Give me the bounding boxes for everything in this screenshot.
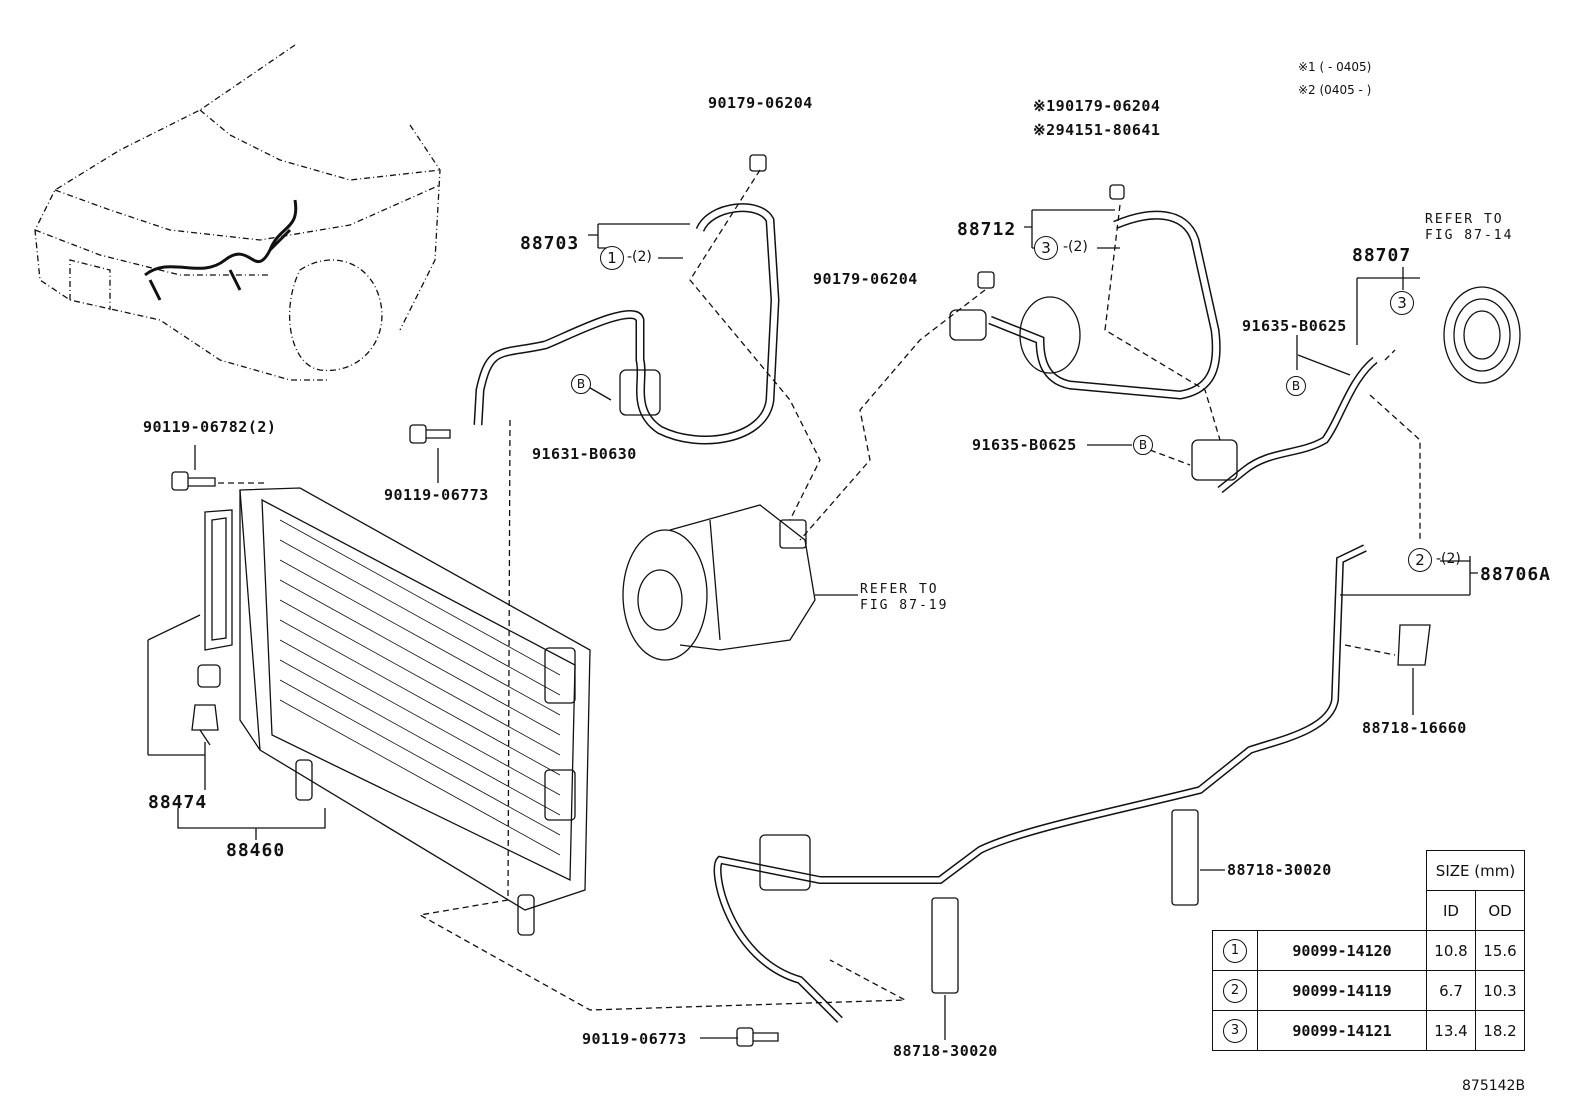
od-cell: 18.2 [1475, 1010, 1525, 1051]
row-index: 1 [1223, 938, 1247, 963]
badge-o-ring-3-a: 3 [1034, 236, 1058, 260]
bolt-90119-06773-lower-icon [736, 1027, 779, 1047]
figure-code: 875142B [1462, 1078, 1526, 1094]
label-88718-30020-b[interactable]: 88718-30020 [893, 1042, 998, 1060]
size-header: SIZE (mm) [1426, 850, 1525, 891]
part-number-cell[interactable]: 90099-14121 [1257, 1010, 1427, 1051]
bolt-90119-06773-icon [409, 424, 451, 444]
leader-lines [147, 209, 1478, 1040]
vehicle-outline [34, 44, 441, 381]
label-88712-note1[interactable]: ※190179-06204 [1033, 97, 1161, 115]
hose-nut-icon [749, 154, 767, 172]
badge-bolt-b-2: B [571, 374, 591, 394]
label-88712-note2[interactable]: ※294151-80641 [1033, 121, 1161, 139]
dashed-connectors [218, 169, 1421, 1011]
label-91635-B0625-a[interactable]: 91635-B0625 [1242, 317, 1347, 335]
bracket-88718-30020-left-icon [931, 897, 959, 994]
expansion-block-icon [759, 834, 811, 891]
label-90119-06773-a[interactable]: 90119-06773 [384, 486, 489, 504]
refer-clutch-line1: REFER TO [1425, 212, 1504, 227]
note-variant-1: ※1 ( - 0405) [1298, 60, 1372, 74]
suction-nut-icon [1109, 184, 1125, 200]
note-variant-2: ※2 (0405 - ) [1298, 83, 1372, 97]
refer-compressor-line2: FIG 87-19 [860, 598, 949, 613]
label-88718-30020-a[interactable]: 88718-30020 [1227, 861, 1332, 879]
label-91631-B0630[interactable]: 91631-B0630 [532, 445, 637, 463]
o-ring-size-table: SIZE (mm) ID OD 1 90099-14120 10.8 15.6 … [1212, 850, 1525, 1051]
label-90179-06204-mid[interactable]: 90179-06204 [813, 270, 918, 288]
id-cell: 13.4 [1426, 1010, 1476, 1051]
table-row: 3 90099-14121 13.4 18.2 [1212, 1010, 1525, 1051]
qty-2-a: -(2) [627, 249, 652, 265]
label-88712[interactable]: 88712 [957, 219, 1017, 240]
table-row: 1 90099-14120 10.8 15.6 [1212, 930, 1525, 971]
label-88703[interactable]: 88703 [520, 233, 580, 254]
badge-o-ring-3-b: 3 [1390, 291, 1414, 315]
qty-2-c: -(2) [1436, 551, 1461, 567]
bracket-88718-30020-right-icon [1171, 809, 1199, 906]
clamp-88718-16660-icon [1397, 624, 1431, 666]
refer-compressor-line1: REFER TO [860, 582, 939, 597]
label-90119-06782[interactable]: 90119-06782(2) [143, 418, 277, 436]
id-cell: 6.7 [1426, 970, 1476, 1011]
suction-hose-icon [988, 210, 1221, 400]
od-cell: 15.6 [1475, 930, 1525, 971]
badge-o-ring-2: 2 [1408, 548, 1432, 572]
accumulator-icon [1019, 296, 1081, 374]
harness-icon [144, 199, 298, 301]
part-number-cell[interactable]: 90099-14120 [1257, 930, 1427, 971]
row-index: 2 [1223, 978, 1247, 1003]
col-od-header: OD [1475, 890, 1525, 931]
badge-o-ring-1: 1 [600, 246, 624, 270]
label-91635-B0625-b[interactable]: 91635-B0625 [972, 436, 1077, 454]
qty-2-b: -(2) [1063, 239, 1088, 255]
label-88474[interactable]: 88474 [148, 792, 208, 813]
label-90119-06773-b[interactable]: 90119-06773 [582, 1030, 687, 1048]
discharge-fitting-icon [619, 369, 661, 416]
suction-fitting-icon [949, 309, 987, 341]
id-cell: 10.8 [1426, 930, 1476, 971]
bolt-90119-06782-icon [171, 471, 216, 491]
table-row: 2 90099-14119 6.7 10.3 [1212, 970, 1525, 1011]
cushion-icon [197, 664, 221, 688]
part-number-cell[interactable]: 90099-14119 [1257, 970, 1427, 1011]
cushion-lower-icon [191, 704, 219, 746]
badge-bolt-b-3: B [1133, 435, 1153, 455]
label-88706A[interactable]: 88706A [1480, 564, 1552, 585]
row-index: 3 [1223, 1018, 1247, 1043]
label-88460[interactable]: 88460 [226, 840, 286, 861]
suction-nut-mid-icon [977, 271, 995, 289]
label-88707[interactable]: 88707 [1352, 245, 1412, 266]
label-88718-16660[interactable]: 88718-16660 [1362, 719, 1467, 737]
badge-bolt-b-1: B [1286, 376, 1306, 396]
condenser-icon [239, 487, 591, 936]
col-id-header: ID [1426, 890, 1476, 931]
seal-strip-icon [204, 509, 233, 651]
block-fitting-icon [1191, 439, 1238, 481]
label-90179-06204-top[interactable]: 90179-06204 [708, 94, 813, 112]
od-cell: 10.3 [1475, 970, 1525, 1011]
refer-clutch-line2: FIG 87-14 [1425, 228, 1514, 243]
clutch-ring-icon [1443, 286, 1521, 384]
compressor-icon [622, 504, 816, 661]
